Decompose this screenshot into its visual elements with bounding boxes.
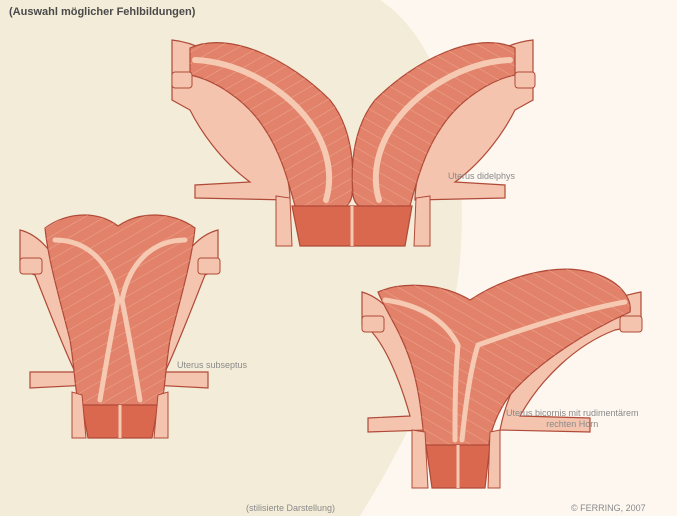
subseptus-fibers (45, 215, 195, 408)
didelphys-left-fibers (190, 42, 353, 210)
copyright: © FERRING, 2007 (571, 503, 646, 513)
didelphys-right-cavity (372, 57, 513, 203)
subseptus-cavity (52, 237, 188, 403)
uterus-didelphys-figure (171, 39, 536, 247)
subseptus-vaginal-wall (71, 391, 169, 439)
label-uterus-subseptus: Uterus subseptus (177, 360, 248, 370)
bicornis-vaginal-wall (411, 429, 501, 489)
didelphys-vaginal-wall (275, 195, 431, 247)
bicornis-right-tube (619, 315, 643, 333)
didelphys-right-fibers (352, 42, 515, 210)
footer-note: (stilisierte Darstellung) (246, 503, 336, 513)
label-uterus-bicornis-line1: Uterus bicornis mit rudimentärem (506, 408, 639, 418)
label-uterus-bicornis: Uterus bicornis mit rudimentärem rechten… (506, 408, 639, 430)
uterus-subseptus-figure (19, 214, 221, 439)
figure-title: (Auswahl möglicher Fehlbildungen) (9, 6, 196, 18)
subseptus-right-tube (197, 257, 221, 275)
bicornis-cavity (382, 297, 628, 443)
uterus-bicornis-figure (361, 268, 643, 489)
label-uterus-bicornis-line2: rechten Horn (546, 419, 599, 429)
subseptus-left-tube (19, 257, 43, 275)
label-uterus-didelphys: Uterus didelphys (448, 171, 516, 181)
didelphys-right-tube (514, 71, 536, 89)
didelphys-left-tube (171, 71, 193, 89)
didelphys-left-cavity (192, 57, 333, 203)
bicornis-left-tube (361, 315, 385, 333)
